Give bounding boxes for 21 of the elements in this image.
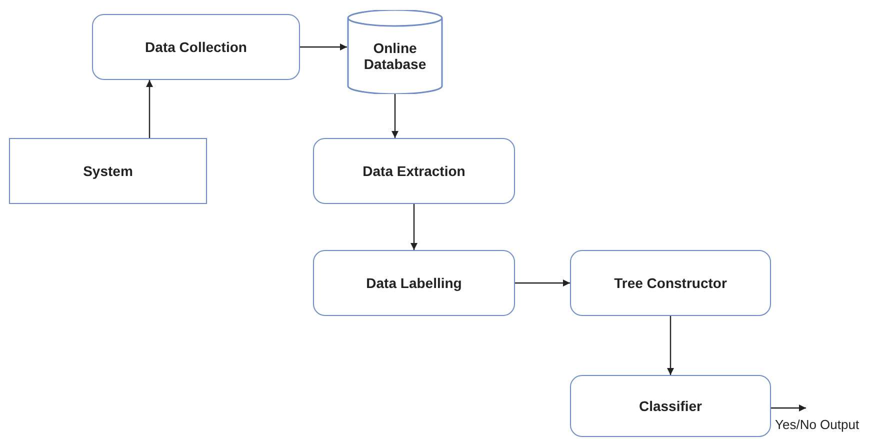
node-label: Online Database xyxy=(362,40,428,72)
process-box xyxy=(313,250,515,316)
process-box xyxy=(313,138,515,204)
node-label: Data Extraction xyxy=(362,163,466,179)
arrow xyxy=(410,204,418,250)
node-label: Data Collection xyxy=(145,39,247,55)
arrow xyxy=(515,280,570,286)
arrow xyxy=(392,94,398,138)
process-box xyxy=(570,250,771,316)
arrow xyxy=(771,404,806,412)
process-box xyxy=(92,14,300,80)
arrow xyxy=(146,80,153,138)
arrow xyxy=(667,316,674,375)
process-box xyxy=(570,375,771,437)
node-label: System xyxy=(83,163,133,179)
arrow xyxy=(300,44,347,50)
output-label: Yes/No Output xyxy=(775,417,860,432)
node-label: Classifier xyxy=(638,398,702,414)
node-label: Tree Constructor xyxy=(614,275,727,291)
process-box xyxy=(9,138,207,204)
node-label: Data Labelling xyxy=(366,275,462,291)
